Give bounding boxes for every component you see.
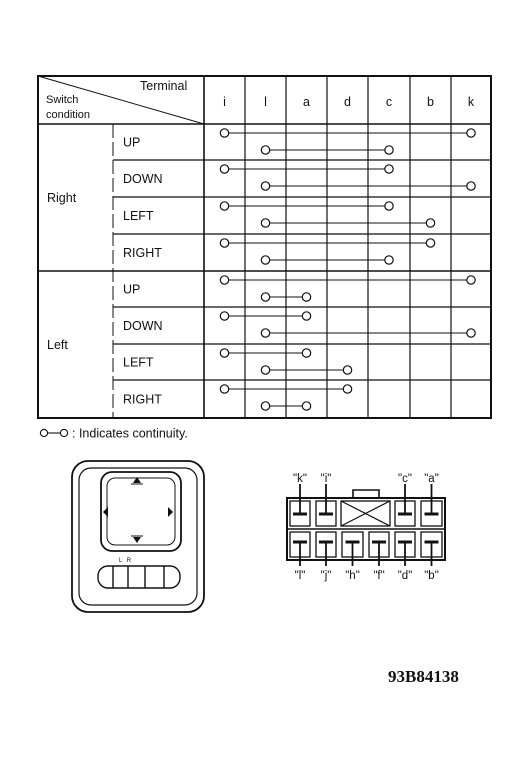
continuity-link <box>260 145 394 155</box>
terminal-header-a: a <box>303 95 310 109</box>
terminal-header-d: d <box>344 95 351 109</box>
continuity-link <box>219 384 353 394</box>
terminal-header-i: i <box>223 95 226 109</box>
row-label-left-up: UP <box>123 283 140 297</box>
row-label-right-right: RIGHT <box>123 246 162 260</box>
terminal-node <box>260 365 271 375</box>
terminal-node <box>260 181 271 191</box>
connector-bottom-label: "h" <box>345 570 360 582</box>
arrow-left-icon <box>103 507 108 517</box>
terminal-header-k: k <box>468 95 475 109</box>
row-labels: UP DOWN LEFT RIGHT UP DOWN LEFT RIGHT <box>123 136 163 407</box>
terminal-node <box>260 401 271 411</box>
connector-top-label: "i" <box>321 473 332 485</box>
continuity-link <box>260 328 476 338</box>
selector-buttons <box>97 565 181 589</box>
connector-top-label: "a" <box>424 473 439 485</box>
terminal-node <box>384 145 394 155</box>
terminal-node <box>219 164 230 174</box>
header-terminal-label: Terminal <box>140 79 187 93</box>
terminal-node <box>219 348 230 358</box>
continuity-link <box>219 238 436 248</box>
connector-bottom-label: "f" <box>373 570 384 582</box>
continuity-link <box>260 255 394 265</box>
continuity-link <box>219 128 476 138</box>
row-label-right-up: UP <box>123 136 140 150</box>
terminal-node <box>425 238 436 248</box>
terminal-node <box>301 348 312 358</box>
continuity-symbol-icon <box>39 428 69 438</box>
terminal-node <box>466 275 476 285</box>
connector-illustration <box>286 484 446 566</box>
legend-text: : Indicates continuity. <box>72 427 188 441</box>
connector-top-label: "k" <box>293 473 307 485</box>
continuity-link <box>219 348 312 358</box>
terminal-node <box>260 145 271 155</box>
terminal-node <box>301 401 312 411</box>
terminal-node <box>384 201 394 211</box>
arrow-down-icon <box>131 535 143 543</box>
terminal-header-c: c <box>386 95 392 109</box>
continuity-link <box>260 181 476 191</box>
terminal-node <box>466 181 476 191</box>
header-condition-label: condition <box>46 109 90 121</box>
terminal-node <box>466 328 476 338</box>
group-label-right: Right <box>47 191 77 205</box>
mirror-switch-illustration <box>71 460 205 613</box>
table-grid <box>37 75 491 418</box>
terminal-node <box>219 238 230 248</box>
connector-top-label: "c" <box>398 473 412 485</box>
terminal-node <box>260 218 271 228</box>
connector-bottom-label: "d" <box>398 570 413 582</box>
row-label-left-down: DOWN <box>123 319 163 333</box>
terminal-node <box>301 292 312 302</box>
arrow-up-icon <box>131 477 143 485</box>
terminal-node <box>219 311 230 321</box>
terminal-node <box>384 255 394 265</box>
selector-label: L R <box>119 558 133 564</box>
continuity-link <box>260 218 436 228</box>
connector-bottom-label: "l" <box>295 570 306 582</box>
continuity-link <box>260 401 312 411</box>
terminal-node <box>301 311 312 321</box>
terminal-node <box>219 275 230 285</box>
terminal-node <box>219 384 230 394</box>
row-label-right-down: DOWN <box>123 172 163 186</box>
connector-bottom-label: "b" <box>424 570 439 582</box>
continuity-link <box>219 164 394 174</box>
continuity-legend: : Indicates continuity. <box>39 427 188 441</box>
connector-bottom-label: "j" <box>321 570 332 582</box>
continuity-link <box>260 365 353 375</box>
connector-labels: "k" "i" "c" "a" "l" "j" "h" "f" "d" "b" <box>293 473 439 582</box>
terminal-node <box>425 218 436 228</box>
terminal-node <box>219 201 230 211</box>
arrow-right-icon <box>168 507 173 517</box>
continuity-link <box>260 292 312 302</box>
group-label-left: Left <box>47 338 68 352</box>
continuity-link <box>219 201 394 211</box>
terminal-node <box>342 384 353 394</box>
terminal-node <box>260 292 271 302</box>
terminal-header-l: l <box>264 95 267 109</box>
figure-code: 93B84138 <box>388 667 459 686</box>
continuity-link <box>219 275 476 285</box>
row-label-left-right: RIGHT <box>123 393 162 407</box>
terminal-node <box>260 328 271 338</box>
row-label-right-left: LEFT <box>123 209 154 223</box>
continuity-link <box>219 311 312 321</box>
terminal-node <box>219 128 230 138</box>
continuity-links <box>219 128 476 411</box>
terminal-header-b: b <box>427 95 434 109</box>
row-label-left-left: LEFT <box>123 356 154 370</box>
terminal-node <box>260 255 271 265</box>
terminal-node <box>342 365 353 375</box>
terminal-node <box>384 164 394 174</box>
continuity-table <box>37 75 492 419</box>
header-switch-label: Switch <box>46 94 78 106</box>
terminal-node <box>466 128 476 138</box>
